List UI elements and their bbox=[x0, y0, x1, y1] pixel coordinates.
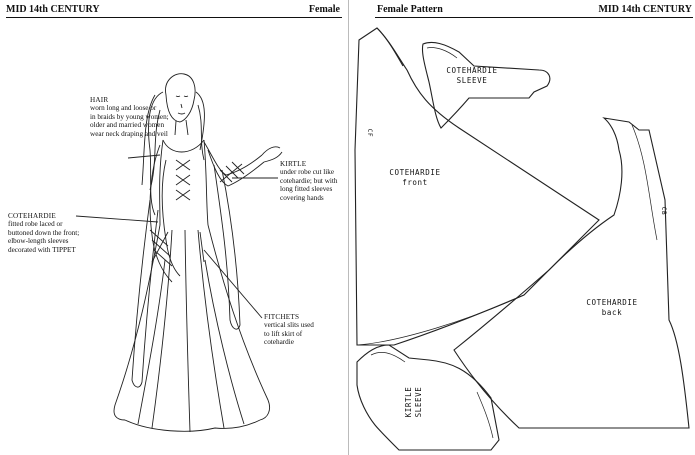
kirtle-line: cotehardie; but with bbox=[280, 176, 338, 185]
kirtle-line: long fitted sleeves bbox=[280, 185, 333, 194]
cotehardie-back-label: COTEHARDIE back bbox=[567, 298, 657, 318]
left-page: MID 14th CENTURY Female bbox=[6, 4, 348, 433]
kirtle-line: covering hands bbox=[280, 193, 324, 202]
left-header-rule bbox=[6, 17, 342, 18]
cotehardie-back-label-line2: back bbox=[601, 308, 623, 317]
hair-note: HAIR worn long and loose or in braids by… bbox=[90, 96, 210, 138]
costume-illustration bbox=[75, 73, 283, 433]
kirtle-note: KIRTLE under robe cut like cotehardie; b… bbox=[280, 160, 348, 202]
kirtle-sleeve-label: KIRTLE SLEEVE bbox=[404, 373, 424, 431]
cotehardie-note: COTEHARDIE fitted robe laced or buttoned… bbox=[8, 212, 108, 254]
cotehardie-title: COTEHARDIE bbox=[8, 212, 56, 220]
cotehardie-front-label-line1: COTEHARDIE bbox=[389, 168, 441, 177]
cotehardie-sleeve-label-line1: COTEHARDIE bbox=[446, 66, 498, 75]
cotehardie-sleeve-label-line2: SLEEVE bbox=[456, 76, 488, 85]
hair-line: in braids by young women; bbox=[90, 112, 169, 121]
cotehardie-front-label: COTEHARDIE front bbox=[375, 168, 455, 188]
fitchets-line: to lift skirt of bbox=[264, 329, 303, 338]
pattern-pieces bbox=[354, 27, 690, 451]
hair-line: wear neck draping and veil bbox=[90, 129, 168, 138]
kirtle-sleeve-label-line1: KIRTLE bbox=[404, 386, 413, 418]
right-header-title: Female Pattern bbox=[377, 4, 443, 15]
fitchets-line: cotehardie bbox=[264, 338, 294, 347]
cotehardie-back-label-line1: COTEHARDIE bbox=[586, 298, 638, 307]
kirtle-line: under robe cut like bbox=[280, 168, 335, 177]
hair-line: worn long and loose or bbox=[90, 104, 157, 113]
cotehardie-front-label-line2: front bbox=[402, 178, 428, 187]
right-header-section: MID 14th CENTURY bbox=[598, 4, 692, 15]
right-page: Female Pattern MID 14th CENTURY COTEHARD… bbox=[348, 0, 695, 455]
center-front-mark: CF bbox=[366, 128, 373, 138]
kirtle-sleeve-label-line2: SLEEVE bbox=[414, 386, 423, 418]
cotehardie-sleeve-label: COTEHARDIE SLEEVE bbox=[427, 66, 517, 86]
fitchets-line: vertical slits used bbox=[264, 321, 314, 330]
cotehardie-line: elbow-length sleeves bbox=[8, 237, 69, 246]
hair-title: HAIR bbox=[90, 96, 109, 104]
right-header-rule bbox=[375, 17, 693, 18]
fitchets-note: FITCHETS vertical slits used to lift ski… bbox=[264, 313, 344, 347]
cotehardie-line: decorated with TIPPET bbox=[8, 245, 76, 254]
center-back-mark: CB bbox=[660, 206, 667, 216]
hair-line: older and married women bbox=[90, 121, 165, 130]
fitchets-title: FITCHETS bbox=[264, 313, 300, 321]
left-header-title: MID 14th CENTURY bbox=[6, 4, 100, 15]
left-header-section: Female bbox=[308, 4, 340, 15]
cotehardie-line: buttoned down the front; bbox=[8, 228, 80, 237]
kirtle-title: KIRTLE bbox=[280, 160, 307, 168]
cotehardie-line: fitted robe laced or bbox=[8, 220, 63, 229]
